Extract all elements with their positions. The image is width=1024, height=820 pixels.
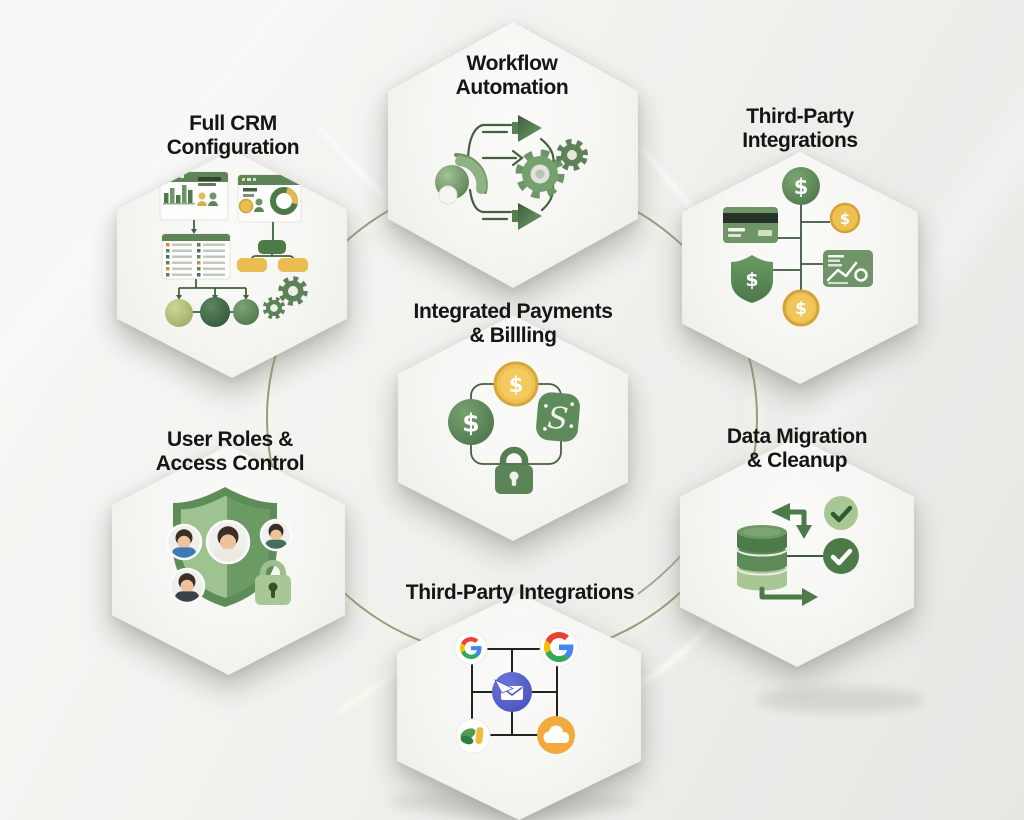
person-icon (208, 192, 218, 206)
module-label: Integrated Payments & Billling (413, 300, 613, 347)
check-circle-icon (823, 538, 859, 574)
module-label: Third-Party Integrations (742, 105, 858, 152)
workflow-automation-icon (435, 115, 588, 230)
avatar (165, 523, 203, 561)
app-integrations-icon (454, 627, 579, 754)
gear-icon (278, 276, 308, 306)
payments-billing-icon: $ $ S (448, 361, 580, 494)
arrow-down-icon (191, 229, 197, 234)
avatar (205, 519, 251, 565)
cloud-app-icon (537, 716, 575, 754)
checklist-window (161, 233, 231, 280)
module-third-party-integrations-apps: Third-Party Integrations (380, 578, 660, 820)
user-roles-access-icon (165, 487, 293, 607)
avatar (168, 567, 206, 605)
gold-coin-icon: $ (829, 202, 861, 234)
svg-text:$: $ (795, 299, 807, 319)
transfer-arrow-icon (771, 503, 812, 539)
coin-icon (238, 198, 254, 214)
module-label: Third-Party Integrations (405, 581, 635, 604)
module-label: Data Migration & Cleanup (726, 425, 868, 472)
glow-seam (316, 124, 386, 200)
signal-arc (455, 156, 487, 194)
hexagon-card (116, 150, 348, 378)
module-label: Full CRM Configuration (166, 112, 300, 159)
svg-text:S: S (546, 401, 570, 438)
analytics-card-icon (823, 250, 873, 287)
gold-dollar-coin-icon: $ (782, 289, 820, 327)
module-workflow-automation: Workflow Automation (362, 20, 662, 290)
module-third-party-integrations-payments: $ $ $ (665, 103, 935, 386)
payment-integrations-icon: $ $ $ (723, 167, 873, 327)
module-integrated-payments-billing: $ $ S (378, 298, 648, 543)
svg-text:$: $ (794, 175, 809, 199)
donut-slice (270, 187, 298, 215)
arrow-right-icon (518, 115, 542, 142)
person-icon (197, 192, 207, 206)
svg-text:$: $ (745, 269, 758, 291)
gear-icon (262, 296, 286, 320)
gold-dollar-coin-icon: $ (493, 361, 539, 407)
module-label: Workflow Automation (455, 52, 569, 99)
dashboard-window (237, 174, 302, 223)
arrow-tail (512, 210, 520, 222)
module-full-crm-configuration: Full CRM Configuration (98, 110, 368, 382)
white-ball (438, 185, 458, 205)
svg-text:$: $ (509, 373, 524, 397)
connector-lines (773, 205, 830, 290)
module-label: User Roles & Access Control (155, 428, 305, 475)
hexagon-card (396, 593, 642, 820)
padlock-icon (255, 560, 291, 605)
arrow-tail (512, 122, 520, 134)
google-logo-icon (454, 631, 488, 665)
module-user-roles-access-control: User Roles & Access Control (95, 426, 365, 676)
credit-card-icon (723, 207, 778, 243)
org-flowchart (237, 240, 308, 272)
avatar (259, 518, 293, 552)
connector-lines (193, 220, 274, 240)
analytics-window (159, 171, 229, 221)
database-icon (736, 525, 788, 591)
check-circle-icon (824, 496, 858, 530)
hexagon-card (111, 445, 346, 675)
svg-text:$: $ (840, 210, 850, 228)
dollar-circle-icon: $ (782, 167, 820, 205)
data-migration-icon (736, 496, 859, 606)
padlock-icon (495, 446, 533, 494)
stylized-bill-icon: S (536, 392, 580, 442)
hexagon-card: $ $ $ (681, 152, 919, 384)
transfer-arrow-icon (759, 586, 818, 606)
hexagon-card: $ $ S (397, 315, 629, 541)
person-icon (254, 198, 264, 212)
module-data-migration-cleanup: Data Migration & Cleanup (662, 423, 932, 668)
arrow-right-icon (518, 203, 542, 230)
svg-text:$: $ (462, 409, 479, 438)
process-nodes (165, 279, 259, 327)
checklist-rows (166, 243, 225, 277)
leaf-app-icon (455, 718, 491, 754)
mail-app-icon (492, 672, 532, 712)
crm-configuration-icon (159, 171, 308, 327)
gear-icon (515, 149, 565, 199)
dollar-circle-icon: $ (448, 399, 494, 445)
dollar-shield-icon: $ (731, 255, 773, 303)
soft-shadow (755, 687, 925, 713)
google-logo-large-icon (539, 627, 579, 667)
